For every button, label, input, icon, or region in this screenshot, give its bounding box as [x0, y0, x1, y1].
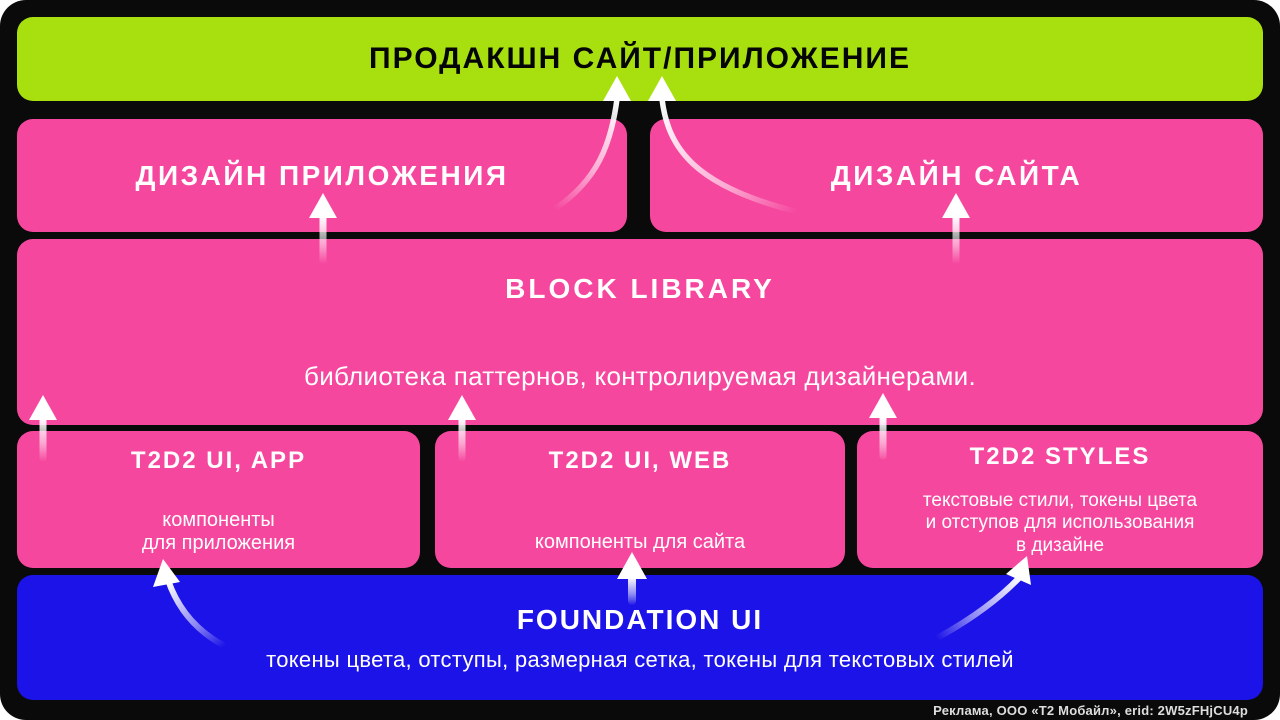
- production-site-app-box: ПРОДАКШН САЙТ/ПРИЛОЖЕНИЕ: [17, 17, 1263, 101]
- ad-disclaimer: Реклама, ООО «Т2 Мобайл», erid: 2W5zFHjC…: [0, 700, 1248, 720]
- block-library-title: BLOCK LIBRARY: [505, 273, 775, 304]
- t2d2-ui-web-title: T2D2 UI, WEB: [548, 447, 732, 474]
- t2d2-styles-title: T2D2 STYLES: [969, 443, 1151, 470]
- t2d2-ui-app-subtitle: компоненты для приложения: [141, 509, 296, 554]
- foundation-ui-box: FOUNDATION UI токены цвета, отступы, раз…: [17, 575, 1263, 700]
- foundation-ui-subtitle: токены цвета, отступы, размерная сетка, …: [266, 647, 1014, 672]
- block-library-box: BLOCK LIBRARY библиотека паттернов, конт…: [17, 239, 1263, 425]
- foundation-ui-title: FOUNDATION UI: [516, 604, 764, 635]
- design-site-box: ДИЗАЙН САЙТА: [650, 119, 1263, 232]
- production-site-app-title: ПРОДАКШН САЙТ/ПРИЛОЖЕНИЕ: [369, 42, 911, 75]
- t2d2-ui-app-box: T2D2 UI, APP компоненты для приложения: [17, 431, 420, 568]
- block-library-subtitle: библиотека паттернов, контролируемая диз…: [304, 361, 976, 391]
- ad-disclaimer-text: Реклама, ООО «Т2 Мобайл», erid: 2W5zFHjC…: [933, 702, 1248, 718]
- design-app-title: ДИЗАЙН ПРИЛОЖЕНИЯ: [135, 159, 509, 191]
- design-app-box: ДИЗАЙН ПРИЛОЖЕНИЯ: [17, 119, 627, 232]
- t2d2-ui-web-box: T2D2 UI, WEB компоненты для сайта: [435, 431, 845, 568]
- design-site-title: ДИЗАЙН САЙТА: [830, 159, 1083, 191]
- t2d2-ui-app-title: T2D2 UI, APP: [130, 447, 307, 474]
- t2d2-styles-box: T2D2 STYLES текстовые стили, токены цвет…: [857, 431, 1263, 568]
- t2d2-ui-web-subtitle: компоненты для сайта: [534, 531, 746, 553]
- t2d2-styles-subtitle: текстовые стили, токены цвета и отступов…: [922, 489, 1198, 556]
